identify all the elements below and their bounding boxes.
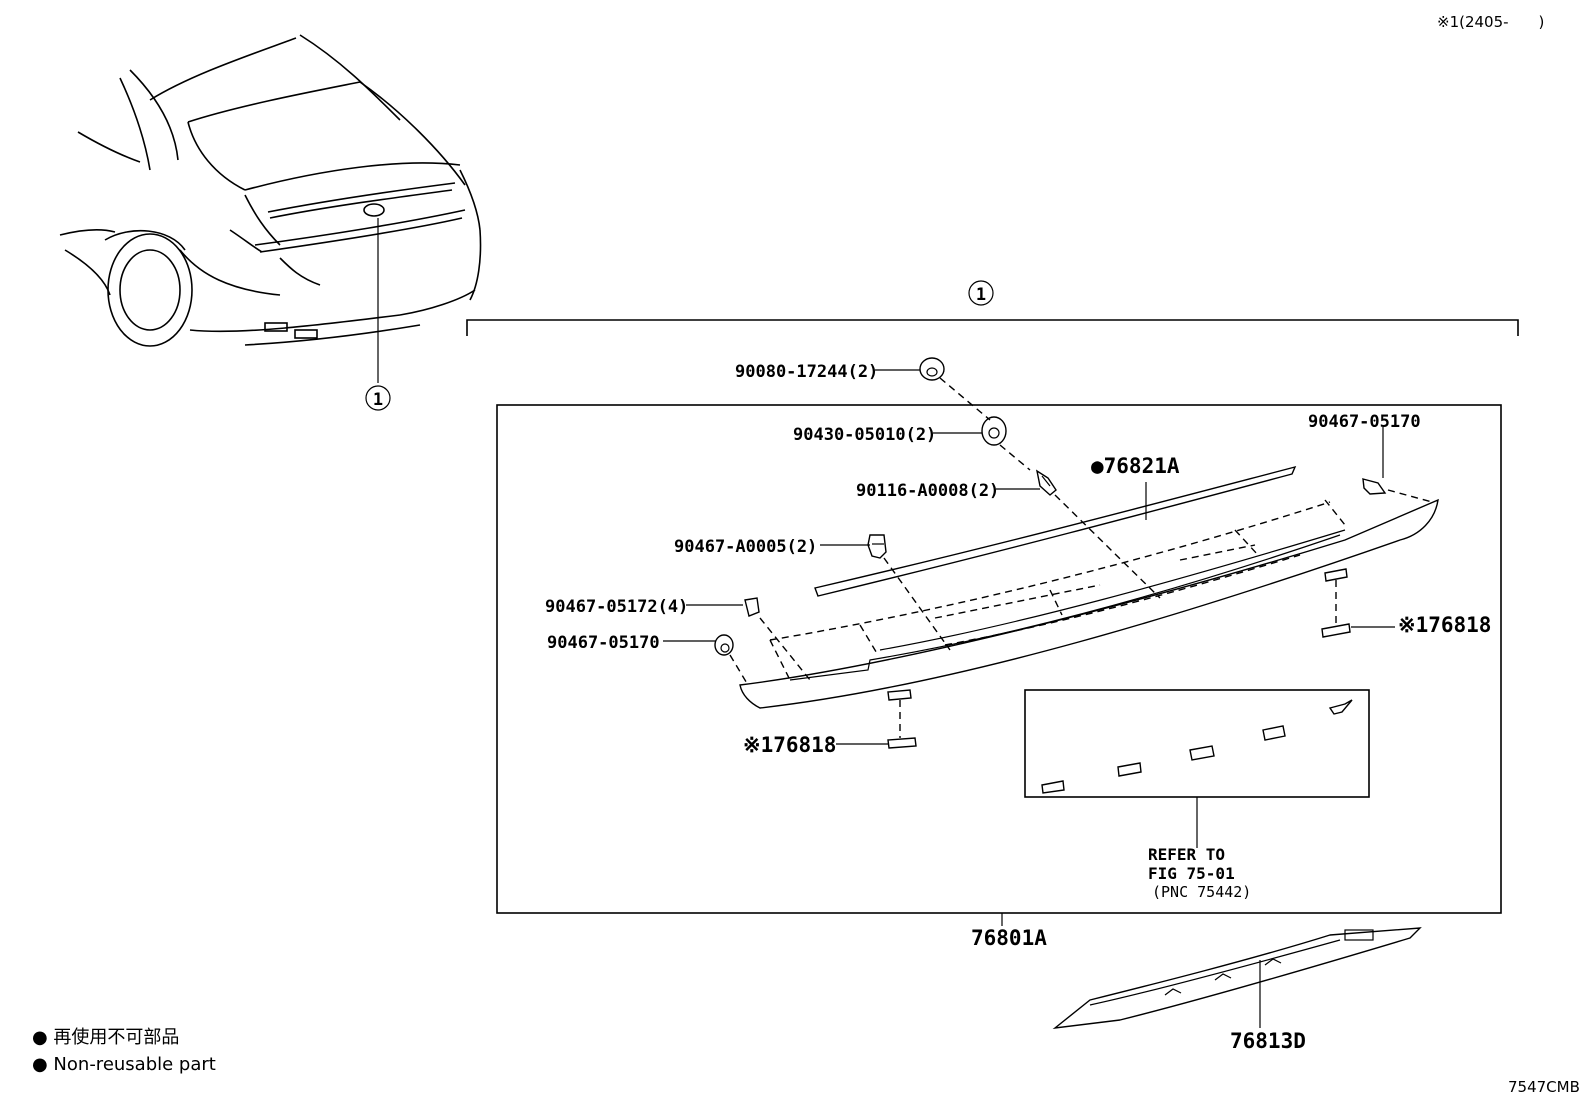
ref-circle-car xyxy=(365,385,391,411)
header-note: ※1(2405- ) xyxy=(1437,13,1544,31)
spoiler-body xyxy=(739,498,1439,709)
pad-76818-right xyxy=(1321,568,1351,638)
car-rear-illustration xyxy=(59,34,482,383)
refer-line-3: (PNC 75442) xyxy=(1152,883,1251,901)
pad-76818-left xyxy=(887,689,917,749)
label-90467-05170-left: 90467-05170 xyxy=(547,633,660,653)
ref-circle-top xyxy=(968,280,994,306)
install-line-2 xyxy=(999,444,1031,471)
assembly-box xyxy=(496,404,1502,914)
label-76821a: ●76821A xyxy=(1091,454,1180,478)
clip-90467-a0005-icon xyxy=(867,534,887,559)
label-90467-05172: 90467-05172(4) xyxy=(545,597,688,617)
label-76801a: 76801A xyxy=(971,926,1047,950)
clip-90467-05170-left-icon xyxy=(714,634,734,656)
label-76818-right: ※176818 xyxy=(1398,613,1491,637)
label-90080-17244: 90080-17244(2) xyxy=(735,362,878,382)
fastener-90430-icon xyxy=(981,416,1007,446)
label-90467-05170-right: 90467-05170 xyxy=(1308,412,1421,432)
legend-en: ● Non-reusable part xyxy=(32,1054,216,1075)
install-line-5 xyxy=(759,617,811,681)
ref-circle-car-label: 1 xyxy=(373,390,383,410)
part-76813d-icon xyxy=(1052,927,1422,1029)
clip-90467-05170-right-icon xyxy=(1362,478,1387,495)
refer-line-1: REFER TO xyxy=(1148,845,1225,864)
label-90430-05010: 90430-05010(2) xyxy=(793,425,936,445)
legend-jp: ● 再使用不可部品 xyxy=(32,1027,179,1048)
emblem-box xyxy=(1024,689,1370,798)
label-90467-a0005: 90467-A0005(2) xyxy=(674,537,817,557)
install-line-6 xyxy=(729,654,749,686)
strip-76821a xyxy=(814,465,1297,597)
camry-emblem-letters-icon xyxy=(1041,699,1353,794)
label-90116-a0008: 90116-A0008(2) xyxy=(856,481,999,501)
label-76818-left: ※176818 xyxy=(743,733,836,757)
install-line-1 xyxy=(939,377,991,421)
bolt-90116-icon xyxy=(1035,469,1057,496)
install-line-3 xyxy=(1054,494,1161,599)
assembly-bracket xyxy=(466,319,1519,336)
clip-90467-05172-icon xyxy=(744,597,760,617)
refer-line-2: FIG 75-01 xyxy=(1148,864,1235,883)
fastener-90080-icon xyxy=(919,357,945,381)
install-line-4 xyxy=(883,557,951,651)
install-line-7 xyxy=(1387,489,1433,503)
ref-circle-top-label: 1 xyxy=(976,285,986,305)
drawing-code: 7547CMB xyxy=(1508,1078,1580,1096)
label-76813d: 76813D xyxy=(1230,1029,1306,1053)
